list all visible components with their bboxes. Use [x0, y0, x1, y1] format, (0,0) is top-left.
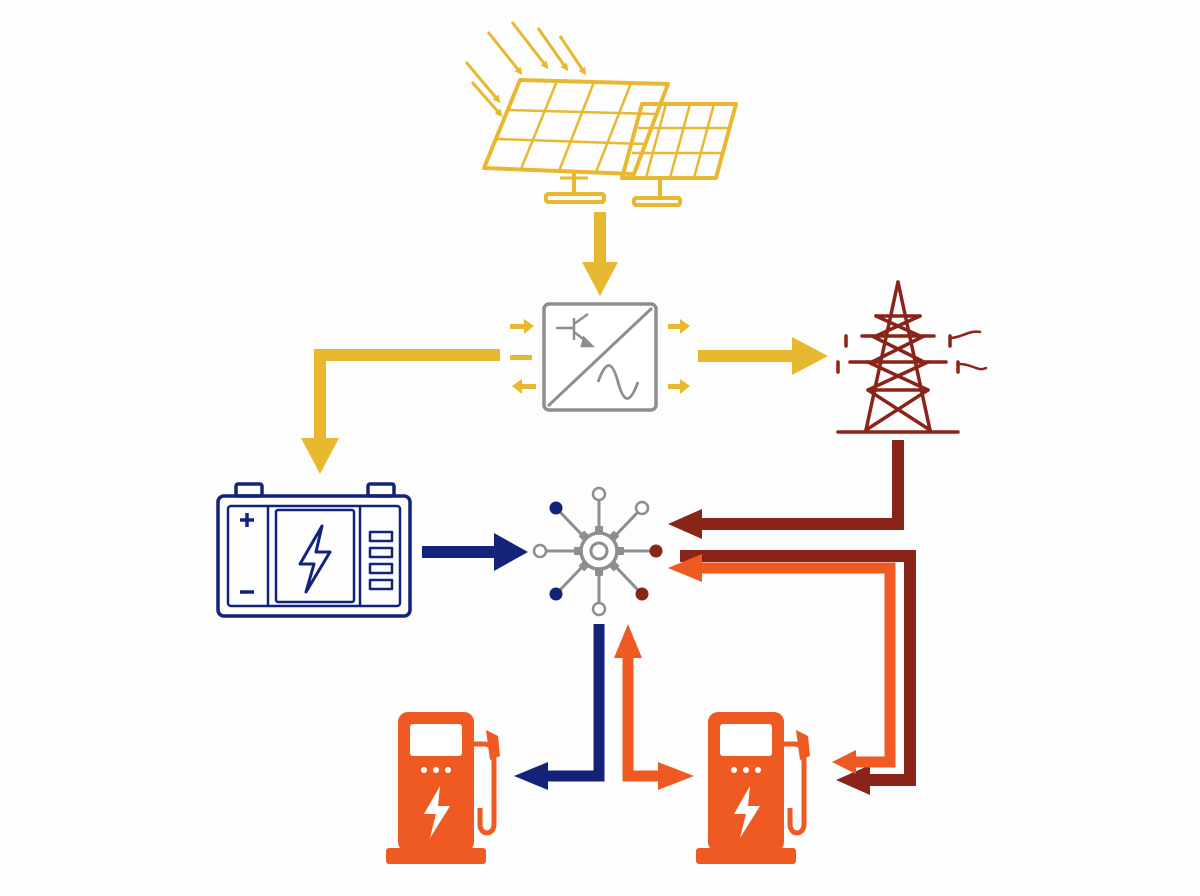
- ev-charger-icon: [386, 712, 500, 864]
- power-converter-icon: [510, 302, 690, 412]
- arrow-charger-right-to-hub: [668, 554, 896, 774]
- ev-charger-left: [386, 712, 500, 864]
- arrow-battery-to-hub: [422, 533, 528, 571]
- sun-rays-icon: [464, 21, 587, 117]
- arrow-tower-to-hub: [668, 440, 904, 539]
- arrow-tower-to-charger-right: [680, 550, 916, 795]
- arrow-converter-to-tower: [698, 337, 828, 375]
- energy-management-hub-icon: [532, 486, 663, 617]
- battery-storage-icon: [216, 482, 412, 618]
- ev-charger-icon: [696, 712, 810, 864]
- arrow-hub-to-charger-left: [514, 624, 605, 790]
- solar-panels-icon: [482, 78, 738, 207]
- arrow-solar-to-converter: [582, 212, 618, 296]
- flow-arrows: [301, 212, 916, 795]
- ev-charger-right: [696, 712, 810, 864]
- transmission-tower-icon: [836, 280, 988, 434]
- arrow-converter-to-battery: [301, 349, 500, 474]
- converter-io-arrows: [510, 319, 690, 394]
- arrow-hub-to-charger-right: [614, 624, 694, 790]
